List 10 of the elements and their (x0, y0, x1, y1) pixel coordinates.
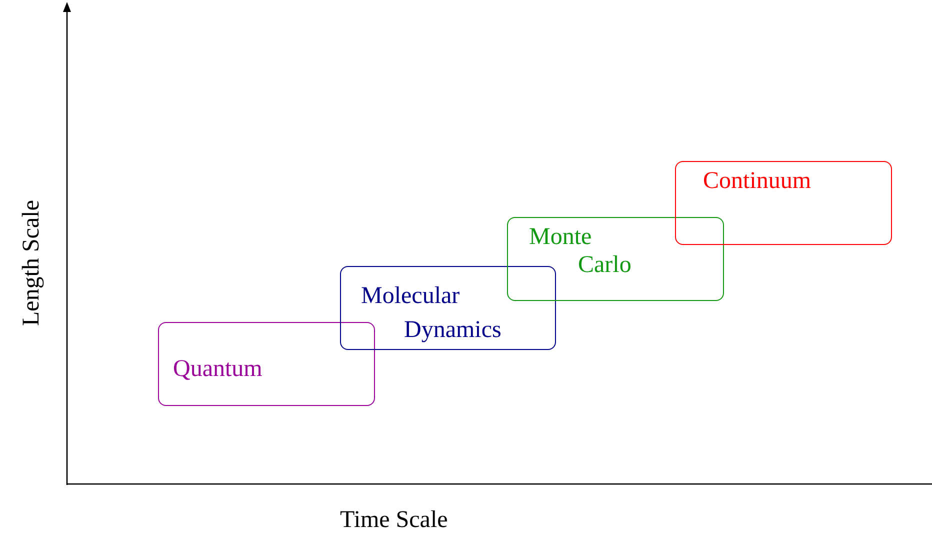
method-box (340, 266, 556, 350)
method-label: Quantum (173, 355, 264, 383)
method-label: Monte Carlo (529, 223, 632, 279)
axis-label: Time Scale (340, 507, 448, 534)
axis-label: Length Scale (18, 200, 46, 326)
method-box (675, 161, 892, 245)
method-label: Molecular Dynamics (361, 282, 502, 345)
method-box (158, 322, 375, 406)
method-label: Continuum (703, 167, 812, 195)
method-box (507, 217, 724, 301)
